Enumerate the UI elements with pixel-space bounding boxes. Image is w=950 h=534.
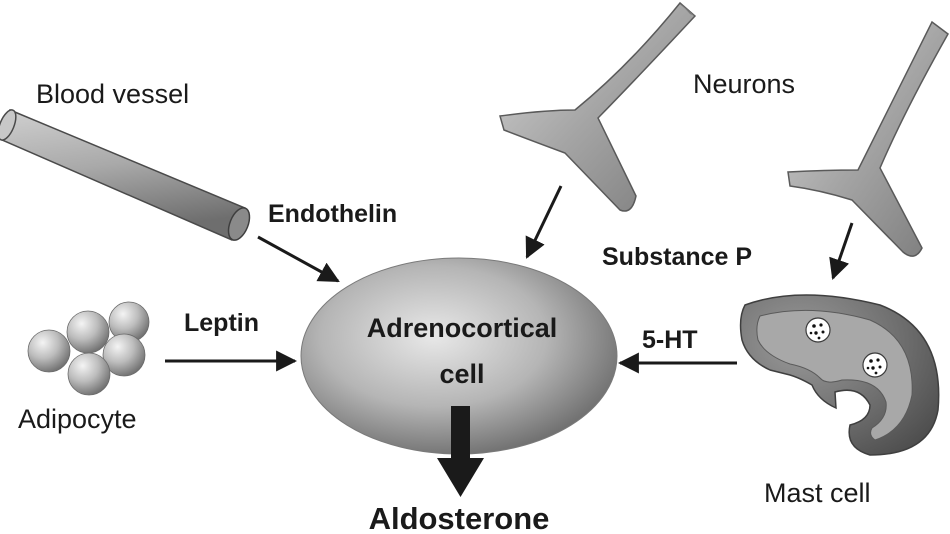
neurons-label: Neurons [693, 69, 795, 99]
mast-cell-label: Mast cell [764, 478, 871, 508]
neuron-left-arrow [525, 185, 563, 259]
substance-p-label: Substance P [602, 243, 752, 271]
aldosterone-label: Aldosterone [369, 501, 550, 534]
blood-vessel-label: Blood vessel [36, 79, 189, 109]
adipocyte-label: Adipocyte [18, 404, 137, 434]
neuron-right-arrow [829, 222, 854, 280]
neuron-left-icon [499, 1, 697, 212]
endothelin-label: Endothelin [268, 200, 397, 228]
leptin-label: Leptin [184, 309, 259, 337]
mast-cell-icon [739, 294, 940, 456]
adrenocortical-cell-label-line2: cell [439, 359, 484, 389]
aldosterone-arrow [437, 406, 484, 497]
endothelin-arrow [257, 235, 340, 283]
adrenocortical-cell-label-line1: Adrenocortical [367, 313, 558, 343]
neuron-right-icon [787, 20, 949, 257]
blood-vessel-icon [0, 108, 251, 241]
adipocyte-icon [27, 301, 150, 396]
serotonin-label: 5-HT [642, 326, 698, 354]
